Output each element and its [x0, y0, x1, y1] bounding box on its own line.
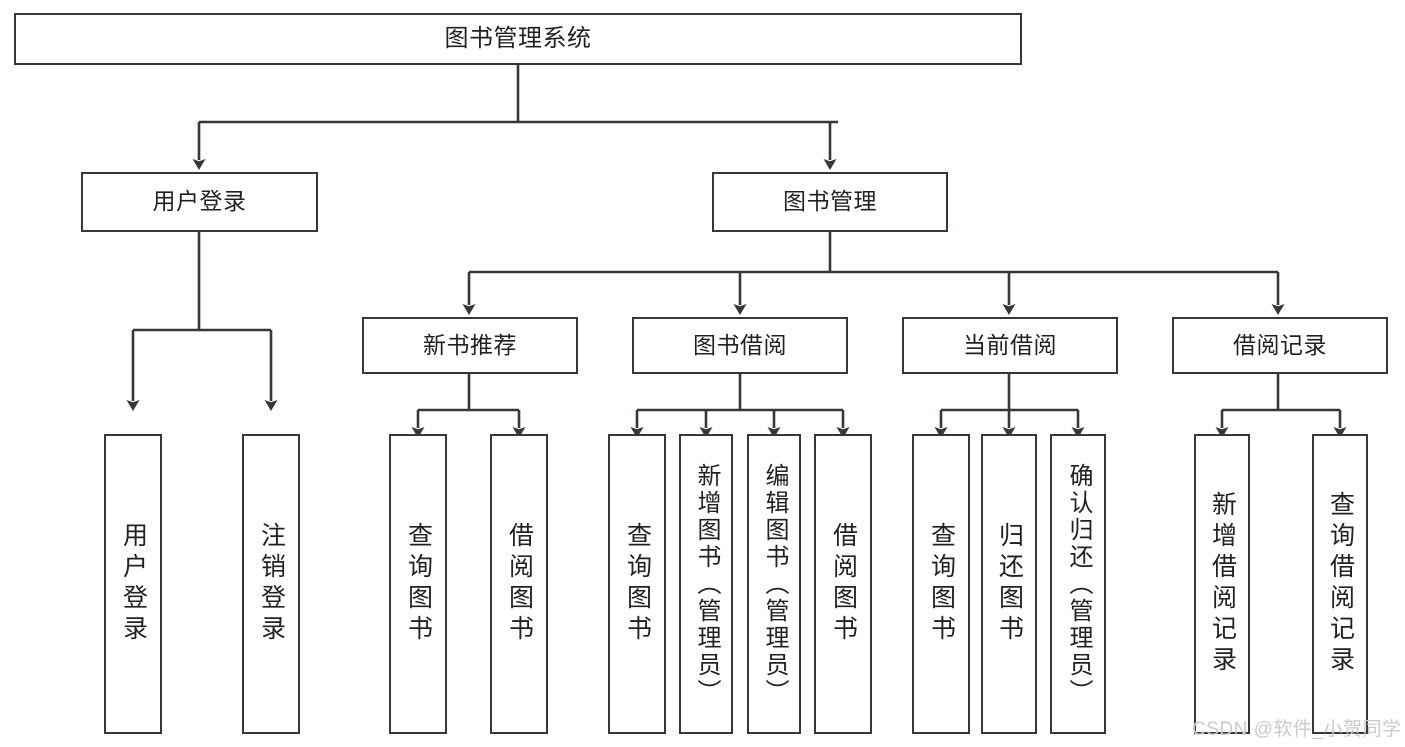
leaf-current-borrow-confirm-return[interactable]: 确认归还（管理员） [1050, 434, 1106, 734]
node-label: 图书管理系统 [444, 24, 592, 52]
node-book-borrow[interactable]: 图书借阅 [632, 317, 848, 374]
node-label: 当前借阅 [963, 331, 1057, 358]
node-new-book-recommend[interactable]: 新书推荐 [362, 317, 578, 374]
leaf-book-borrow-borrow[interactable]: 借阅图书 [814, 434, 872, 734]
node-label: 图书管理 [783, 188, 877, 215]
node-label: 注销登录 [257, 522, 286, 646]
node-borrow-record[interactable]: 借阅记录 [1172, 317, 1388, 374]
node-label: 新增借阅记录 [1208, 491, 1237, 677]
node-label: 查询借阅记录 [1326, 491, 1355, 677]
node-root-system[interactable]: 图书管理系统 [14, 13, 1022, 65]
node-current-borrow[interactable]: 当前借阅 [902, 317, 1118, 374]
node-label: 编辑图书（管理员） [761, 462, 788, 706]
node-label: 查询图书 [623, 522, 652, 646]
node-label: 借阅图书 [829, 522, 858, 646]
node-label: 确认归还（管理员） [1065, 462, 1092, 706]
node-label: 用户登录 [119, 522, 148, 646]
node-label: 借阅图书 [505, 522, 534, 646]
leaf-book-borrow-add[interactable]: 新增图书（管理员） [679, 434, 733, 734]
leaf-current-borrow-return[interactable]: 归还图书 [981, 434, 1037, 734]
node-label: 借阅记录 [1233, 331, 1327, 358]
node-label: 用户登录 [152, 188, 247, 215]
leaf-user-login-login[interactable]: 用户登录 [104, 434, 162, 734]
leaf-borrow-record-query[interactable]: 查询借阅记录 [1312, 434, 1368, 734]
leaf-user-login-logout[interactable]: 注销登录 [242, 434, 300, 734]
node-label: 查询图书 [404, 522, 433, 646]
leaf-new-book-borrow[interactable]: 借阅图书 [490, 434, 548, 734]
node-label: 归还图书 [995, 522, 1024, 646]
leaf-book-borrow-edit[interactable]: 编辑图书（管理员） [747, 434, 801, 734]
leaf-current-borrow-query[interactable]: 查询图书 [912, 434, 970, 734]
node-book-manage[interactable]: 图书管理 [712, 172, 948, 232]
leaf-borrow-record-add[interactable]: 新增借阅记录 [1194, 434, 1250, 734]
node-label: 图书借阅 [693, 331, 787, 358]
node-label: 新增图书（管理员） [693, 462, 720, 706]
node-user-login[interactable]: 用户登录 [81, 172, 318, 232]
leaf-new-book-query[interactable]: 查询图书 [389, 434, 447, 734]
csdn-watermark: CSDN @软件_小贺同学 [1192, 719, 1402, 740]
node-label: 查询图书 [927, 522, 956, 646]
leaf-book-borrow-query[interactable]: 查询图书 [608, 434, 666, 734]
node-label: 新书推荐 [423, 331, 517, 358]
